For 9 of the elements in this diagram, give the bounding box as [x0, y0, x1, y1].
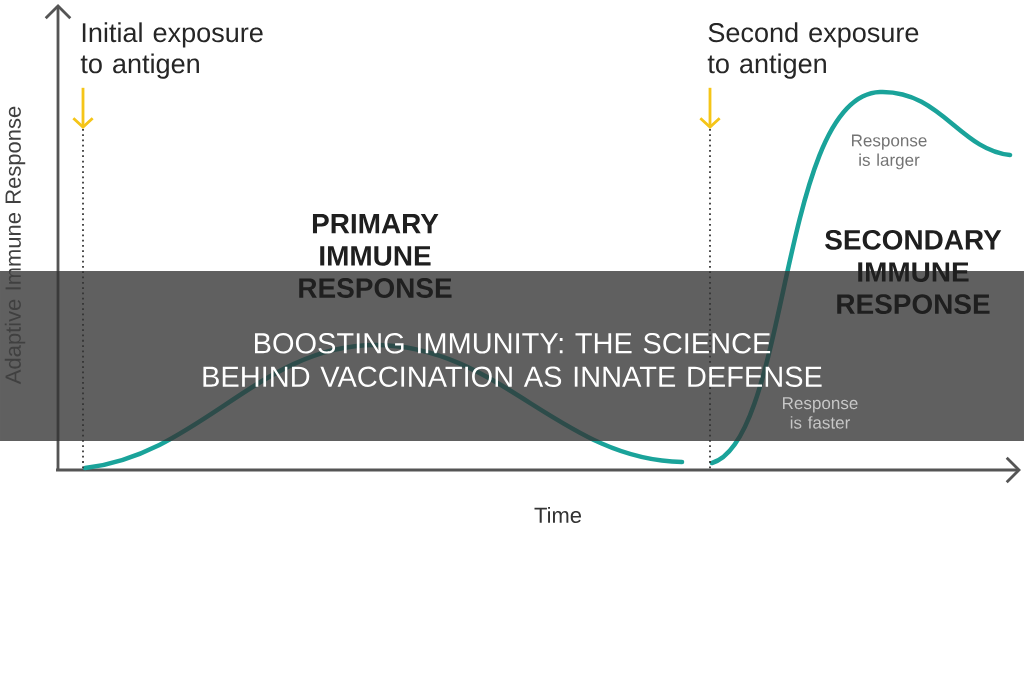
title: BOOSTING IMMUNITY: THE SCIENCE BEHIND VACCINATION AS INNATE DEFENSE — [203, 333, 822, 387]
arrow — [72, 87, 94, 129]
region-label: PRIMARY IMMUNE RESPONSE — [299, 214, 452, 298]
note-text: Response is faster — [783, 397, 858, 429]
axis-label: Time — [534, 506, 582, 524]
note-text: Response is larger — [852, 134, 927, 170]
annotation-text: Initial exposure to antigen — [80, 22, 263, 79]
annotation-text: Second exposure to antigen — [707, 22, 919, 79]
arrow — [699, 87, 721, 129]
